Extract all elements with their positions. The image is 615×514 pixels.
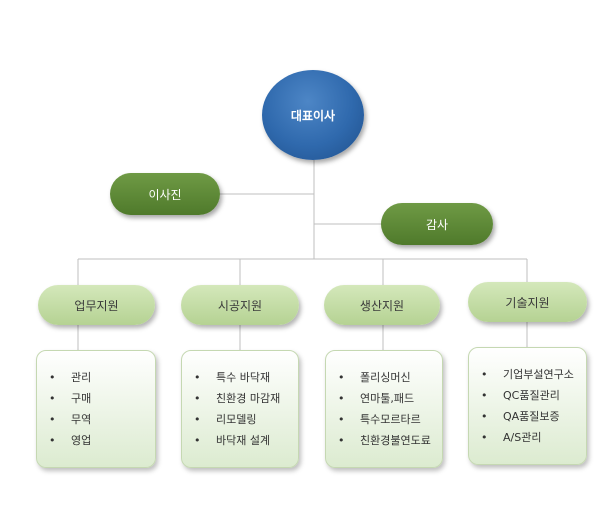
bullet-icon: •: [481, 368, 488, 381]
duty-list: • 기업부설연구소 • QC품질관리 • QA품질보증 • A/S관리: [481, 364, 580, 448]
dept-label: 업무지원: [74, 298, 119, 313]
duty-item: • 무역: [49, 409, 149, 430]
duty-item: • 구매: [49, 388, 149, 409]
bullet-icon: •: [194, 392, 201, 405]
board-node: 이사진: [110, 173, 220, 215]
ceo-label: 대표이사: [290, 108, 336, 123]
dept-node-construction-support: 시공지원: [181, 285, 299, 325]
dept-node-production-support: 생산지원: [324, 285, 440, 325]
bullet-icon: •: [338, 392, 345, 405]
duty-text: 관리: [71, 371, 92, 384]
duty-item: • 기업부설연구소: [481, 364, 580, 385]
bullet-icon: •: [481, 389, 488, 402]
bullet-icon: •: [338, 413, 345, 426]
bullet-icon: •: [194, 434, 201, 447]
duty-item: • 특수 바닥재: [194, 367, 292, 388]
bullet-icon: •: [49, 392, 56, 405]
duty-item: • 폴리싱머신: [338, 367, 436, 388]
dept-label: 생산지원: [359, 298, 405, 313]
duty-item: • 바닥재 설계: [194, 430, 292, 451]
audit-node: 감사: [381, 203, 493, 245]
duty-text: 구매: [71, 392, 92, 405]
bullet-icon: •: [49, 413, 56, 426]
duty-text: 특수 바닥재: [216, 371, 271, 384]
duty-text: 특수모르타르: [360, 413, 421, 426]
duty-text: 폴리싱머신: [360, 371, 411, 384]
duty-item: • 관리: [49, 367, 149, 388]
duty-item: • QA품질보증: [481, 406, 580, 427]
duty-text: 무역: [71, 413, 92, 426]
duty-list: • 특수 바닥재 • 친환경 마감재 • 리모델링 • 바닥재 설계: [194, 367, 292, 451]
duty-text: QA품질보증: [503, 410, 560, 423]
bullet-icon: •: [338, 371, 345, 384]
dept-label: 기술지원: [505, 295, 550, 310]
bullet-icon: •: [194, 413, 201, 426]
duty-text: 친환경불연도료: [360, 434, 431, 447]
dept-duties-box-construction: • 특수 바닥재 • 친환경 마감재 • 리모델링 • 바닥재 설계: [181, 350, 299, 468]
duty-text: 영업: [71, 434, 92, 447]
duty-text: A/S관리: [503, 431, 542, 444]
duty-item: • 영업: [49, 430, 149, 451]
duty-text: 연마툴,패드: [360, 392, 415, 405]
dept-duties-box-production: • 폴리싱머신 • 연마툴,패드 • 특수모르타르 • 친환경불연도료: [325, 350, 443, 468]
duty-item: • 리모델링: [194, 409, 292, 430]
duty-item: • A/S관리: [481, 427, 580, 448]
duty-text: QC품질관리: [503, 389, 560, 402]
ceo-node: 대표이사: [262, 70, 364, 160]
duty-item: • 친환경불연도료: [338, 430, 436, 451]
duty-item: • 특수모르타르: [338, 409, 436, 430]
bullet-icon: •: [338, 434, 345, 447]
duty-text: 친환경 마감재: [216, 392, 281, 405]
duty-item: • 친환경 마감재: [194, 388, 292, 409]
bullet-icon: •: [49, 434, 56, 447]
dept-duties-box-business: • 관리 • 구매 • 무역 • 영업: [36, 350, 156, 468]
bullet-icon: •: [194, 371, 201, 384]
duty-text: 리모델링: [216, 413, 257, 426]
dept-node-business-support: 업무지원: [38, 285, 155, 325]
duty-text: 기업부설연구소: [503, 368, 574, 381]
bullet-icon: •: [49, 371, 56, 384]
duty-text: 바닥재 설계: [216, 434, 271, 447]
board-label: 이사진: [148, 187, 182, 202]
duty-item: • 연마툴,패드: [338, 388, 436, 409]
duty-list: • 관리 • 구매 • 무역 • 영업: [49, 367, 149, 451]
dept-label: 시공지원: [217, 298, 263, 313]
audit-label: 감사: [425, 217, 449, 232]
duty-list: • 폴리싱머신 • 연마툴,패드 • 특수모르타르 • 친환경불연도료: [338, 367, 436, 451]
bullet-icon: •: [481, 431, 488, 444]
dept-node-technical-support: 기술지원: [468, 282, 587, 322]
dept-duties-box-technical: • 기업부설연구소 • QC품질관리 • QA품질보증 • A/S관리: [468, 347, 587, 465]
duty-item: • QC품질관리: [481, 385, 580, 406]
bullet-icon: •: [481, 410, 488, 423]
